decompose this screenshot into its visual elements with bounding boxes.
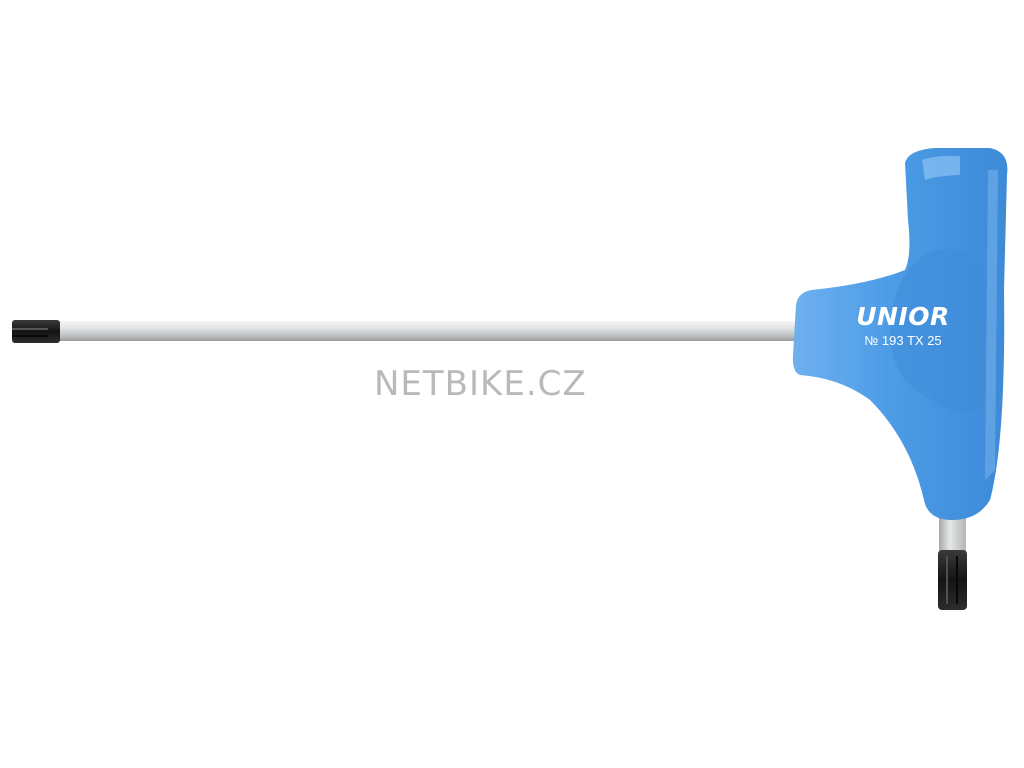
handle-label: UNIOR № 193 TX 25	[856, 302, 950, 348]
long-torx-tip	[12, 320, 60, 343]
long-shaft	[58, 321, 804, 341]
t-handle	[792, 148, 1008, 520]
model-marking: № 193 TX 25	[864, 333, 941, 348]
watermark-text: NETBIKE.CZ	[374, 364, 587, 404]
short-torx-tip	[938, 550, 967, 610]
brand-logo: UNIOR	[856, 302, 950, 331]
